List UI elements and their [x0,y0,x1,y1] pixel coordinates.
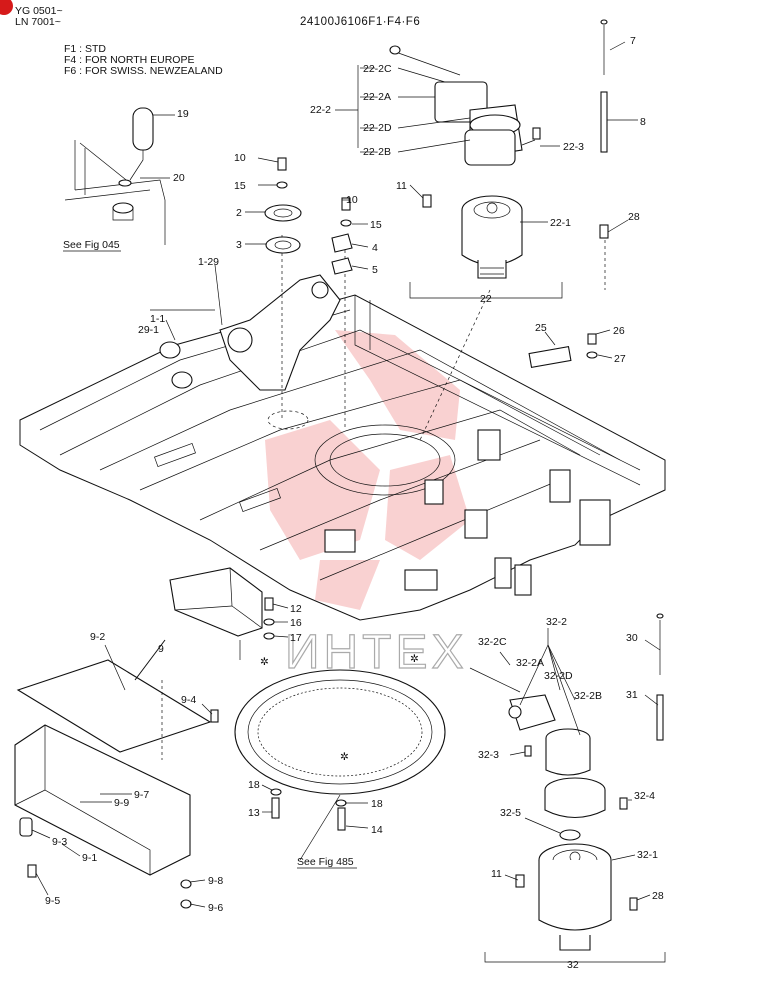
svg-text:✲: ✲ [410,653,419,665]
callout-22: 22 [480,293,492,305]
callout-11-bottom: 11 [491,868,502,880]
callout-28-top: 28 [628,211,640,223]
callout-30: 30 [626,632,638,644]
callout-9-8: 9-8 [208,875,223,887]
see-fig-045: See Fig 045 [63,239,120,251]
swing-bearing: ✲ ✲ ✲ [234,653,446,861]
callout-13: 13 [248,807,260,819]
swing-motor-22 [357,45,563,299]
callout-27: 27 [614,353,626,365]
callout-10-top: 10 [234,152,246,164]
callout-32-1: 32-1 [637,849,658,861]
watermark-text: ИНТЕХ [285,626,468,679]
part-code: 24100J6106F1·F4·F6 [300,16,421,28]
svg-text:✲: ✲ [340,751,349,763]
callout-9-7: 9-7 [134,789,149,801]
callout-15-mid: 15 [370,219,382,231]
callout-9-2: 9-2 [90,631,105,643]
callout-7: 7 [630,35,636,47]
leader-lines [31,41,661,908]
see-fig-485: See Fig 485 [297,856,354,868]
swing-motor-32 [469,613,666,963]
callout-32-2: 32-2 [546,616,567,628]
callout-22-2d: 22-2D [363,122,392,134]
callout-32-3: 32-3 [478,749,499,761]
callout-9-5: 9-5 [45,895,60,907]
callout-25: 25 [535,322,547,334]
fuel-tank-reference [64,107,175,245]
callout-17: 17 [290,632,302,644]
legend-f4: F4 : FOR NORTH EUROPE [64,54,195,66]
callout-32-2a: 32-2A [516,657,544,669]
callout-9-9: 9-9 [114,797,129,809]
callout-22-2: 22-2 [310,104,331,116]
watermark-logo: ИНТЕХ [265,330,470,680]
callout-32: 32 [567,959,579,971]
callout-20: 20 [173,172,185,184]
callout-29-1: 29-1 [138,324,159,336]
callout-10-mid: 10 [346,194,358,206]
callout-1-1: 1-1 [150,313,165,325]
callout-18-left: 18 [248,779,260,791]
callout-22-2c: 22-2C [363,63,392,75]
callout-12: 12 [290,603,302,615]
serial-range-1: YG 0501~ [15,5,63,17]
callout-22-1: 22-1 [550,217,571,229]
callout-9: 9 [158,643,164,655]
callout-19: 19 [177,108,189,120]
callout-5: 5 [372,264,378,276]
callout-8: 8 [640,116,646,128]
corner-mark-icon [0,0,13,15]
callout-9-3: 9-3 [52,836,67,848]
callout-1-29: 1-29 [198,256,219,268]
callout-2: 2 [236,207,242,219]
callout-9-1: 9-1 [82,852,97,864]
callout-4: 4 [372,242,378,254]
callout-9-4: 9-4 [181,694,196,706]
callout-32-4: 32-4 [634,790,655,802]
reference-labels: See Fig 045 See Fig 485 [63,239,357,869]
legend-f6: F6 : FOR SWISS. NEWZEALAND [64,65,223,77]
serial-range-2: LN 7001~ [15,16,61,28]
callout-28-bottom: 28 [652,890,664,902]
callout-32-2c: 32-2C [478,636,507,648]
top-hardware [264,19,609,369]
callout-11-top: 11 [396,180,407,192]
tool-box [14,639,219,909]
callout-3: 3 [236,239,242,251]
callout-22-3: 22-3 [563,141,584,153]
callout-16: 16 [290,617,302,629]
callout-31: 31 [626,689,638,701]
upper-frame [19,235,666,621]
callout-32-2b: 32-2B [574,690,602,702]
legend-f1: F1 : STD [64,43,107,55]
svg-text:✲: ✲ [260,656,269,668]
callout-22-2b: 22-2B [363,146,391,158]
callout-9-6: 9-6 [208,902,223,914]
callout-32-2d: 32-2D [544,670,573,682]
callout-22-2a: 22-2A [363,91,391,103]
callout-labels: 7 8 19 20 22-2C 22-2 22-2A 22-2D 22-2B 2… [45,35,664,971]
callout-18-right: 18 [371,798,383,810]
callout-15-top: 15 [234,180,246,192]
battery-box [169,567,275,660]
callout-26: 26 [613,325,625,337]
callout-32-5: 32-5 [500,807,521,819]
callout-14: 14 [371,824,383,836]
